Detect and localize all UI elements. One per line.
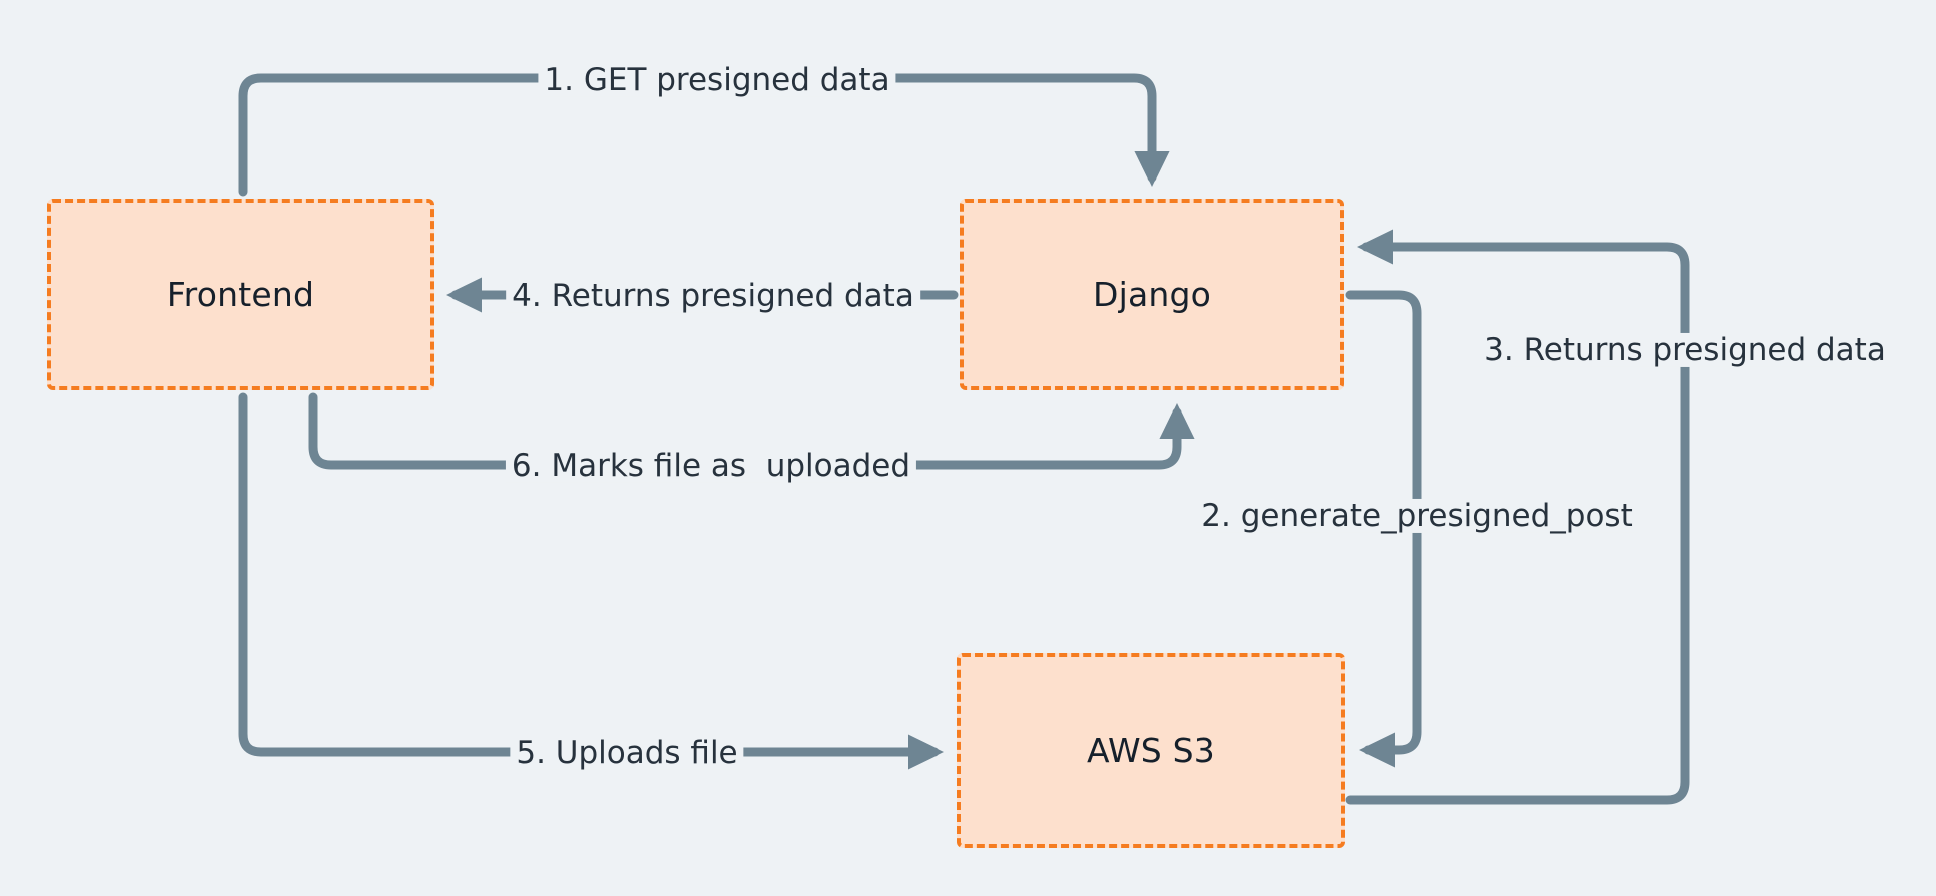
node-aws-s3-label: AWS S3 xyxy=(1087,731,1215,770)
edge-label-1: 1. GET presigned data xyxy=(538,63,896,97)
node-django-label: Django xyxy=(1092,275,1212,314)
edge-label-4: 4. Returns presigned data xyxy=(506,279,920,313)
node-django[interactable]: Django xyxy=(960,199,1344,390)
edge-label-3: 3. Returns presigned data xyxy=(1478,333,1892,367)
edge-label-5: 5. Uploads file xyxy=(510,736,744,770)
node-frontend[interactable]: Frontend xyxy=(47,199,434,390)
node-aws-s3[interactable]: AWS S3 xyxy=(957,653,1345,848)
edge-label-6: 6. Marks file as uploaded xyxy=(505,449,917,483)
edge-label-2: 2. generate_presigned_post xyxy=(1195,499,1639,533)
node-frontend-label: Frontend xyxy=(166,275,315,314)
